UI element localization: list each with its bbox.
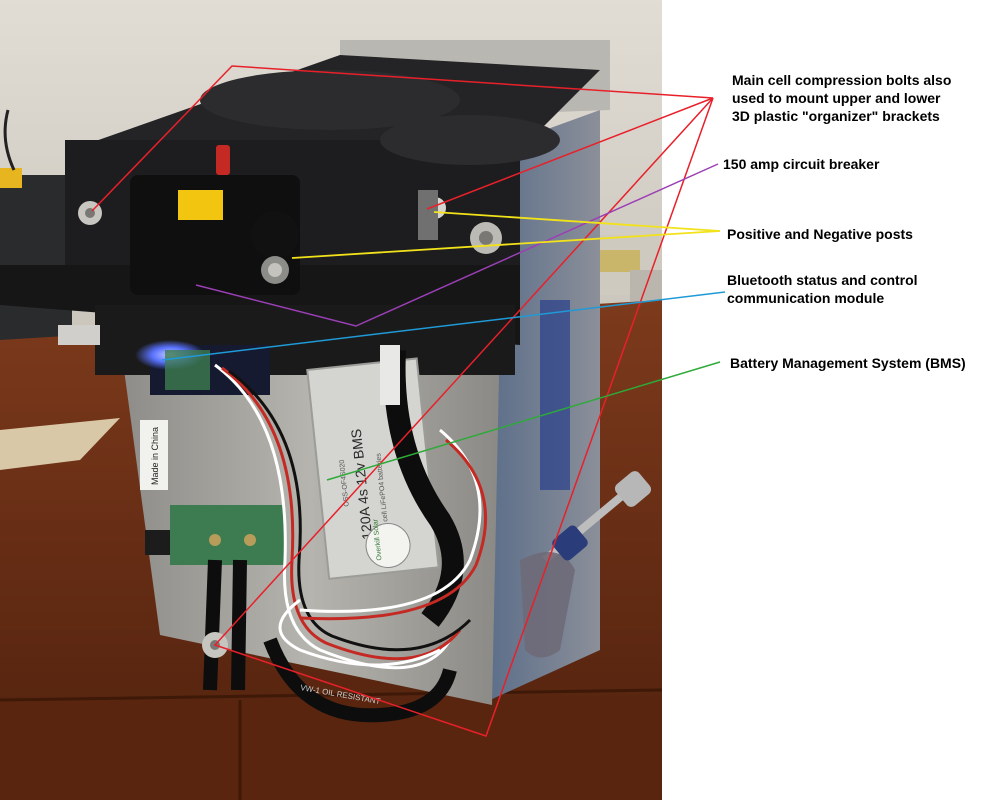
bms-pcb [170,505,285,565]
battery-photo-scene: 120A 4s 12v BMS for 4 cell LiFePO4 batte… [0,0,662,800]
label-posts: Positive and Negative posts [727,226,913,242]
label-circuit-breaker: 150 amp circuit breaker [723,156,880,172]
sticker-text: Made in China [150,427,160,485]
breaker-reset-button [178,190,223,220]
made-in-china-sticker: Made in China [140,420,168,490]
label-compression-bolts: Main cell compression bolts also used to… [732,72,952,124]
battery-photo: 120A 4s 12v BMS for 4 cell LiFePO4 batte… [0,0,662,800]
label-bms: Battery Management System (BMS) [730,355,966,371]
label-bluetooth-module: Bluetooth status and control communicati… [727,272,918,306]
